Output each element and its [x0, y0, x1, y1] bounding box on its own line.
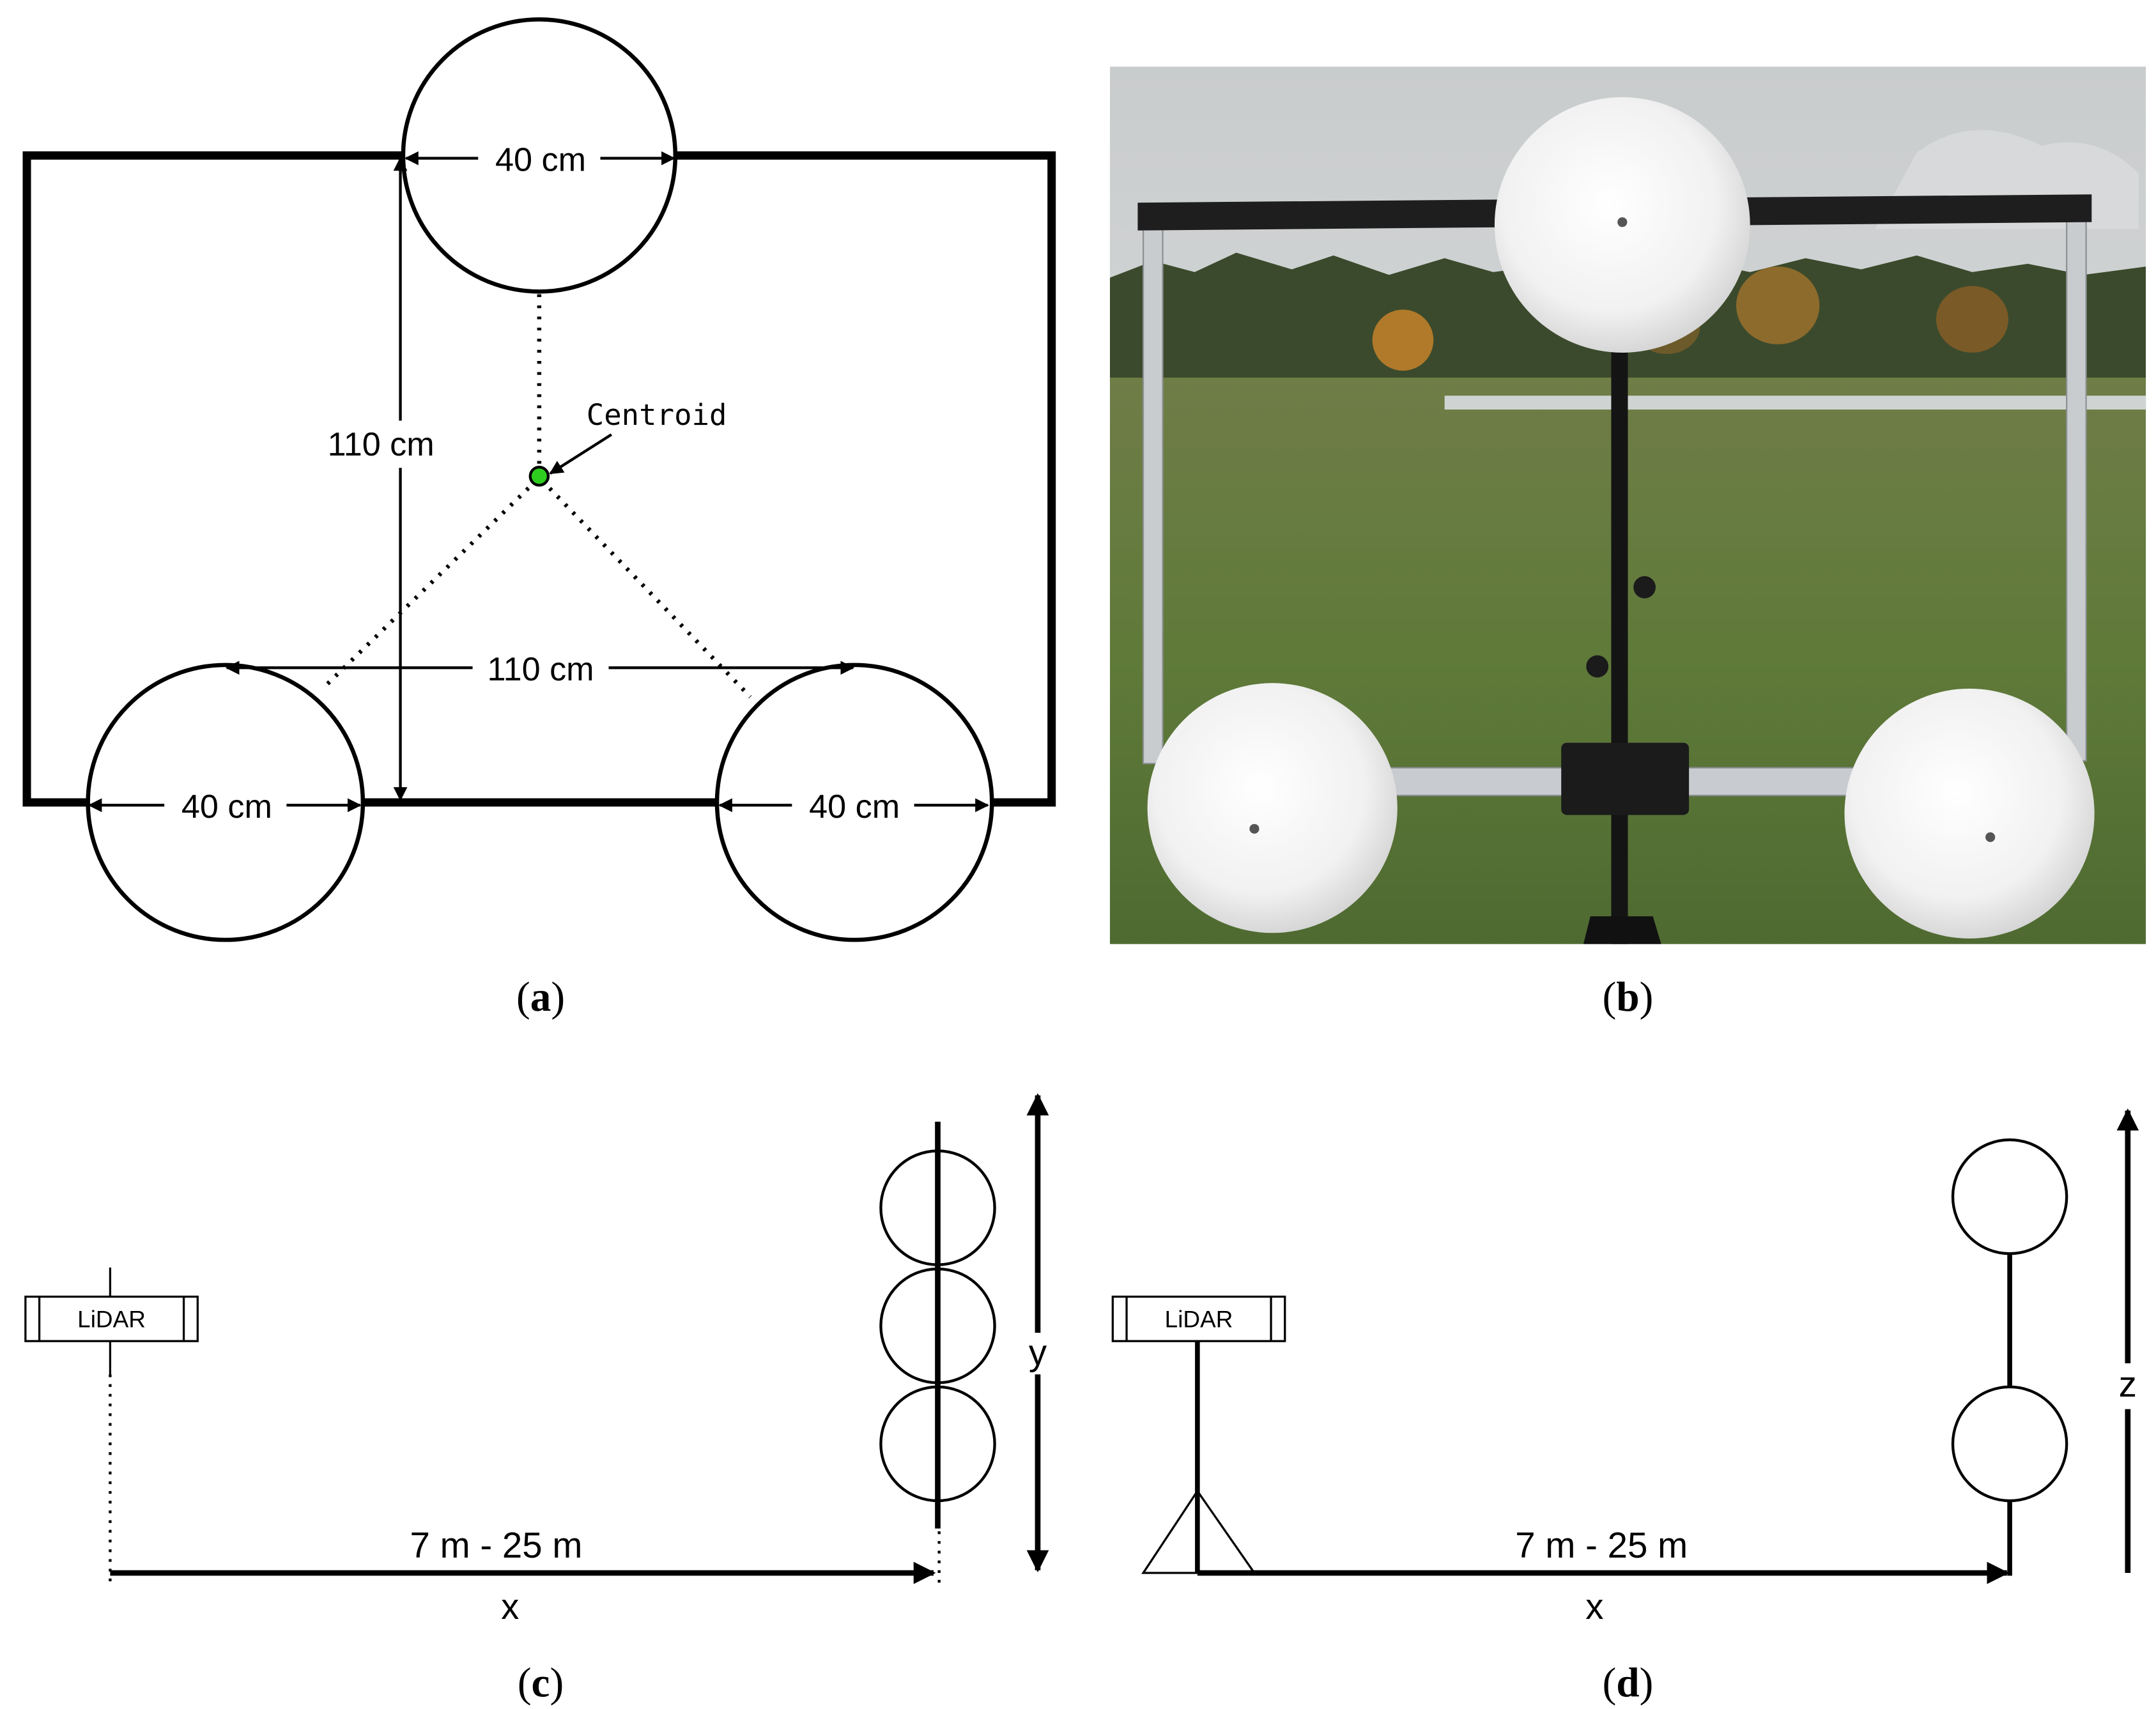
distance-label-d: 7 m - 25 m: [1515, 1525, 1688, 1565]
height-label: 110 cm: [328, 426, 435, 463]
caption-a: (a): [516, 974, 565, 1020]
axis-z-label: z: [2119, 1364, 2137, 1404]
lidar-sensor-d: LiDAR: [1111, 1295, 1286, 1342]
caption-c: (c): [518, 1660, 564, 1706]
lidar-sensor: LiDAR: [24, 1295, 199, 1342]
photo-right-sphere: [1844, 688, 2095, 939]
distance-label: 7 m - 25 m: [410, 1525, 583, 1565]
photo-left-sphere: [1147, 683, 1398, 933]
axis-x-label-d: x: [1585, 1586, 1603, 1627]
bottom-right-sphere: [714, 663, 994, 942]
panel-b-photo: (b): [1109, 66, 2146, 1020]
lidar-label: LiDAR: [77, 1306, 146, 1332]
target-sphere-upper-d: [1951, 1138, 2068, 1255]
centroid-pointer-arrow: [549, 433, 613, 475]
axis-x-label: x: [501, 1586, 519, 1627]
target-sphere-lower-d: [1951, 1385, 2068, 1503]
frame-outline: [22, 151, 1056, 807]
centroid-label: Centroid: [587, 398, 727, 432]
panel-a: 40 cm 110 cm Centroid 110 cm 40 cm 40 cm…: [22, 17, 1056, 1020]
right-diameter-label: 40 cm: [809, 788, 900, 825]
top-diameter-label: 40 cm: [495, 141, 586, 178]
centroid-dot: [528, 466, 550, 487]
panel-c: LiDAR 7 m - 25 m x y (c): [24, 1093, 1049, 1706]
width-label: 110 cm: [487, 651, 594, 688]
lidar-label-d: LiDAR: [1165, 1306, 1233, 1332]
caption-b: (b): [1603, 974, 1654, 1020]
caption-d: (d): [1603, 1660, 1654, 1706]
top-sphere: [401, 17, 678, 294]
panel-d: LiDAR 7 m - 25 m x z (d): [1111, 1108, 2139, 1706]
left-diameter-label: 40 cm: [181, 788, 272, 825]
axis-y-label: y: [1029, 1332, 1047, 1372]
